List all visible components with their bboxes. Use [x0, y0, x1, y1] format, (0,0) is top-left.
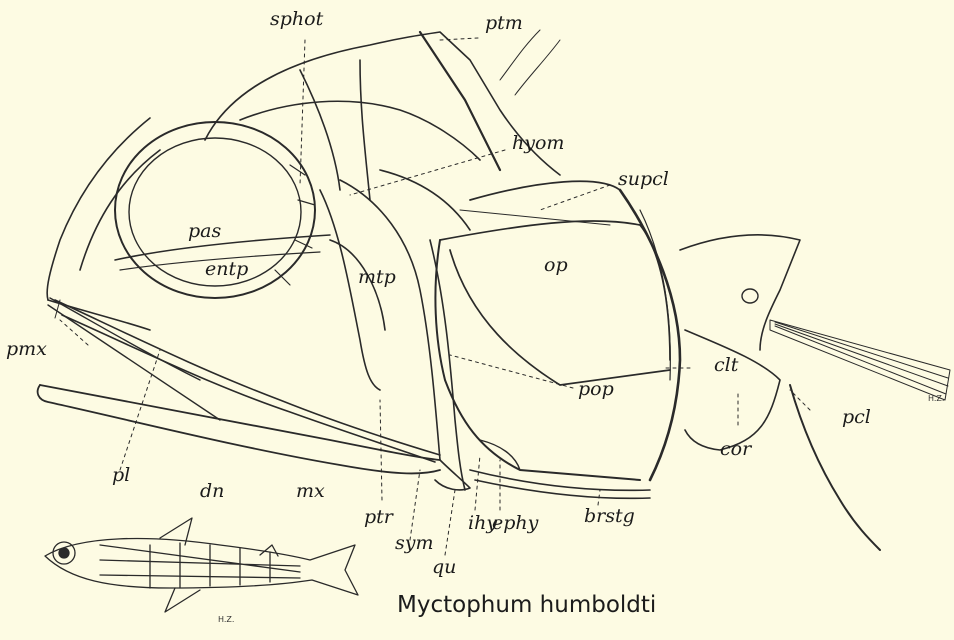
label-clt: clt	[714, 356, 738, 375]
label-cor: cor	[720, 440, 751, 459]
label-ptm: ptm	[485, 14, 523, 33]
posttemporal-bone	[420, 32, 500, 170]
figure-caption: Myctophum humboldti	[397, 592, 656, 618]
label-sym: sym	[395, 534, 434, 553]
label-supcl: supcl	[618, 170, 669, 189]
parasphenoid	[115, 235, 330, 260]
label-pas: pas	[188, 222, 221, 241]
label-pop: pop	[578, 380, 614, 399]
maxilla	[55, 300, 440, 462]
inset-signature: H.Z.	[218, 615, 234, 624]
fish-inset	[45, 518, 358, 612]
artist-signature: H.Z.	[928, 394, 944, 403]
label-hyom: hyom	[512, 134, 564, 153]
label-qu: qu	[432, 558, 456, 577]
label-brstg: brstg	[584, 507, 635, 526]
label-ptr: ptr	[364, 508, 393, 527]
lower-jaw	[38, 385, 440, 473]
premaxilla	[48, 298, 220, 420]
label-dn: dn	[200, 482, 224, 501]
label-mtp: mtp	[358, 268, 396, 287]
preopercle	[435, 240, 640, 480]
label-sphot: sphot	[270, 10, 323, 29]
label-entp: entp	[205, 260, 248, 279]
pectoral-girdle	[680, 235, 800, 450]
cranium-outline	[205, 32, 560, 200]
label-pmx: pmx	[6, 340, 47, 359]
label-ephy: ephy	[492, 514, 538, 533]
label-mx: mx	[296, 482, 325, 501]
label-op: op	[544, 256, 568, 275]
pectoral-fin	[770, 320, 950, 400]
suspensorium	[320, 170, 470, 460]
label-pcl: pcl	[842, 408, 871, 427]
label-pl: pl	[112, 466, 130, 485]
